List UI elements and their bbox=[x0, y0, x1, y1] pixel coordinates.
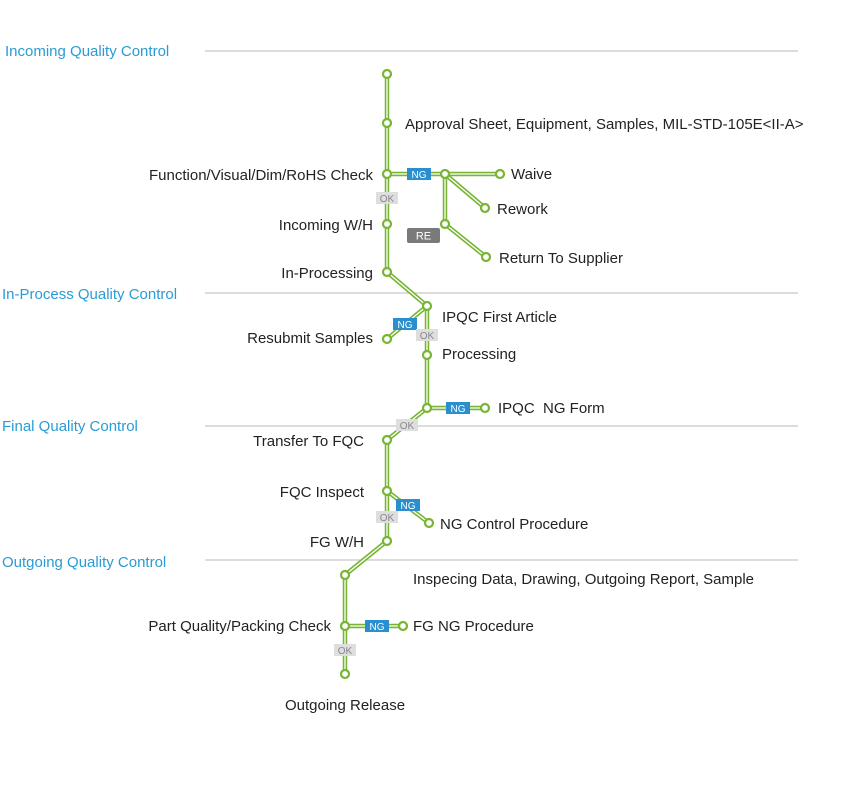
svg-text:RE: RE bbox=[416, 231, 431, 243]
node-in-processing bbox=[381, 266, 393, 278]
node-ng-control bbox=[423, 517, 435, 529]
svg-text:NG: NG bbox=[412, 170, 427, 181]
node-ipqc-first-article bbox=[421, 300, 433, 312]
step-label-processing: Processing bbox=[442, 346, 516, 363]
node-start bbox=[381, 68, 393, 80]
node-incoming-wh bbox=[381, 218, 393, 230]
step-label-part-quality: Part Quality/Packing Check bbox=[148, 618, 331, 635]
step-label-ng-control: NG Control Procedure bbox=[440, 516, 588, 533]
node-ng-split bbox=[439, 168, 451, 180]
node-fg-ng bbox=[397, 620, 409, 632]
node-part-quality bbox=[339, 620, 351, 632]
step-label-rework: Rework bbox=[497, 201, 548, 218]
ok-tag: OK bbox=[376, 192, 398, 205]
node-inspecting-data bbox=[339, 569, 351, 581]
svg-text:OK: OK bbox=[380, 194, 395, 205]
re-tag: RE bbox=[407, 228, 440, 243]
node-function-check bbox=[381, 168, 393, 180]
node-approval-sheet bbox=[381, 117, 393, 129]
step-label-return-supplier: Return To Supplier bbox=[499, 250, 623, 267]
node-processing bbox=[421, 349, 433, 361]
ng-tag: NG bbox=[396, 499, 420, 512]
section-dividers bbox=[205, 50, 798, 561]
svg-text:NG: NG bbox=[370, 622, 385, 633]
step-label-resubmit-samples: Resubmit Samples bbox=[247, 330, 373, 347]
step-label-inspecting-data: Inspecing Data, Drawing, Outgoing Report… bbox=[413, 571, 754, 588]
node-fg-wh bbox=[381, 535, 393, 547]
node-outgoing-release bbox=[339, 668, 351, 680]
ok-tag: OK bbox=[416, 329, 438, 342]
ng-tag: NG bbox=[407, 168, 431, 181]
step-label-approval-sheet: Approval Sheet, Equipment, Samples, MIL-… bbox=[405, 116, 804, 133]
svg-text:OK: OK bbox=[420, 331, 435, 342]
ok-tag: OK bbox=[334, 644, 356, 657]
step-label-ipqc-ng-form: IPQC NG Form bbox=[498, 400, 605, 417]
node-re-split bbox=[439, 218, 451, 230]
svg-text:NG: NG bbox=[401, 501, 416, 512]
flow-nodes bbox=[339, 68, 506, 680]
step-label-transfer-fqc: Transfer To FQC bbox=[253, 433, 364, 450]
ng-tag: NG bbox=[393, 318, 417, 331]
svg-text:NG: NG bbox=[451, 404, 466, 415]
step-label-incoming-wh: Incoming W/H bbox=[279, 217, 373, 234]
svg-text:OK: OK bbox=[380, 513, 395, 524]
step-label-fqc-inspect: FQC Inspect bbox=[280, 484, 365, 501]
svg-text:NG: NG bbox=[398, 320, 413, 331]
svg-text:OK: OK bbox=[400, 421, 415, 432]
section-title-in-process: In-Process Quality Control bbox=[2, 286, 177, 303]
node-ipqc-branch bbox=[421, 402, 433, 414]
node-transfer-fqc bbox=[381, 434, 393, 446]
step-label-fg-wh: FG W/H bbox=[310, 534, 364, 551]
ok-tag: OK bbox=[396, 419, 418, 432]
node-fqc-inspect bbox=[381, 485, 393, 497]
node-waive bbox=[494, 168, 506, 180]
ng-tag: NG bbox=[446, 402, 470, 415]
node-ipqc-ng-form bbox=[479, 402, 491, 414]
section-title-outgoing: Outgoing Quality Control bbox=[2, 554, 166, 571]
step-label-ipqc-first-article: IPQC First Article bbox=[442, 309, 557, 326]
section-title-incoming: Incoming Quality Control bbox=[5, 43, 169, 60]
node-rework bbox=[479, 202, 491, 214]
step-label-outgoing-release: Outgoing Release bbox=[285, 697, 405, 714]
step-label-in-processing: In-Processing bbox=[281, 265, 373, 282]
node-return-supplier bbox=[480, 251, 492, 263]
step-label-fg-ng: FG NG Procedure bbox=[413, 618, 534, 635]
node-resubmit-samples bbox=[381, 333, 393, 345]
step-label-function-check: Function/Visual/Dim/RoHS Check bbox=[149, 167, 373, 184]
svg-text:OK: OK bbox=[338, 646, 353, 657]
ok-tag: OK bbox=[376, 511, 398, 524]
step-label-waive: Waive bbox=[511, 166, 552, 183]
ng-tag: NG bbox=[365, 620, 389, 633]
section-title-final: Final Quality Control bbox=[2, 418, 138, 435]
